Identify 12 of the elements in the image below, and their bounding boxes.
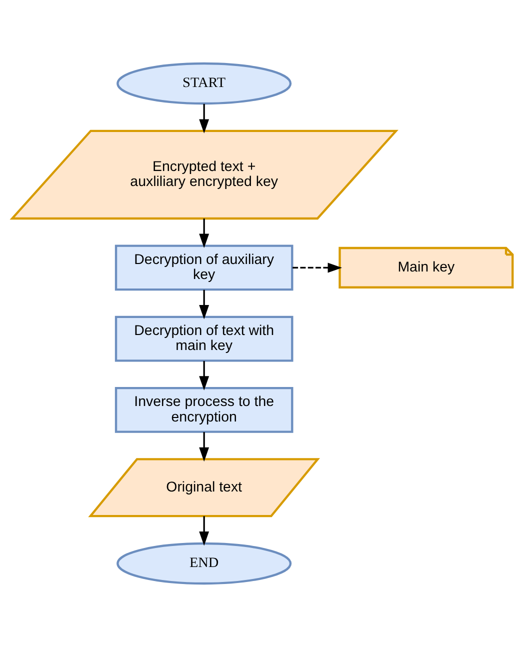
node-ellipse: END [116, 542, 292, 585]
arrow [199, 516, 210, 546]
arrow [199, 290, 210, 320]
node-ellipse: START [116, 62, 292, 105]
node-box: Inverse process to the encryption [114, 386, 294, 433]
arrow [199, 104, 210, 134]
node-box: Decryption of auxiliary key [114, 244, 294, 291]
arrow [292, 262, 342, 273]
arrow [199, 218, 210, 248]
arrow [199, 432, 210, 462]
arrow [199, 360, 210, 390]
node-box: Decryption of text with main key [114, 316, 294, 362]
